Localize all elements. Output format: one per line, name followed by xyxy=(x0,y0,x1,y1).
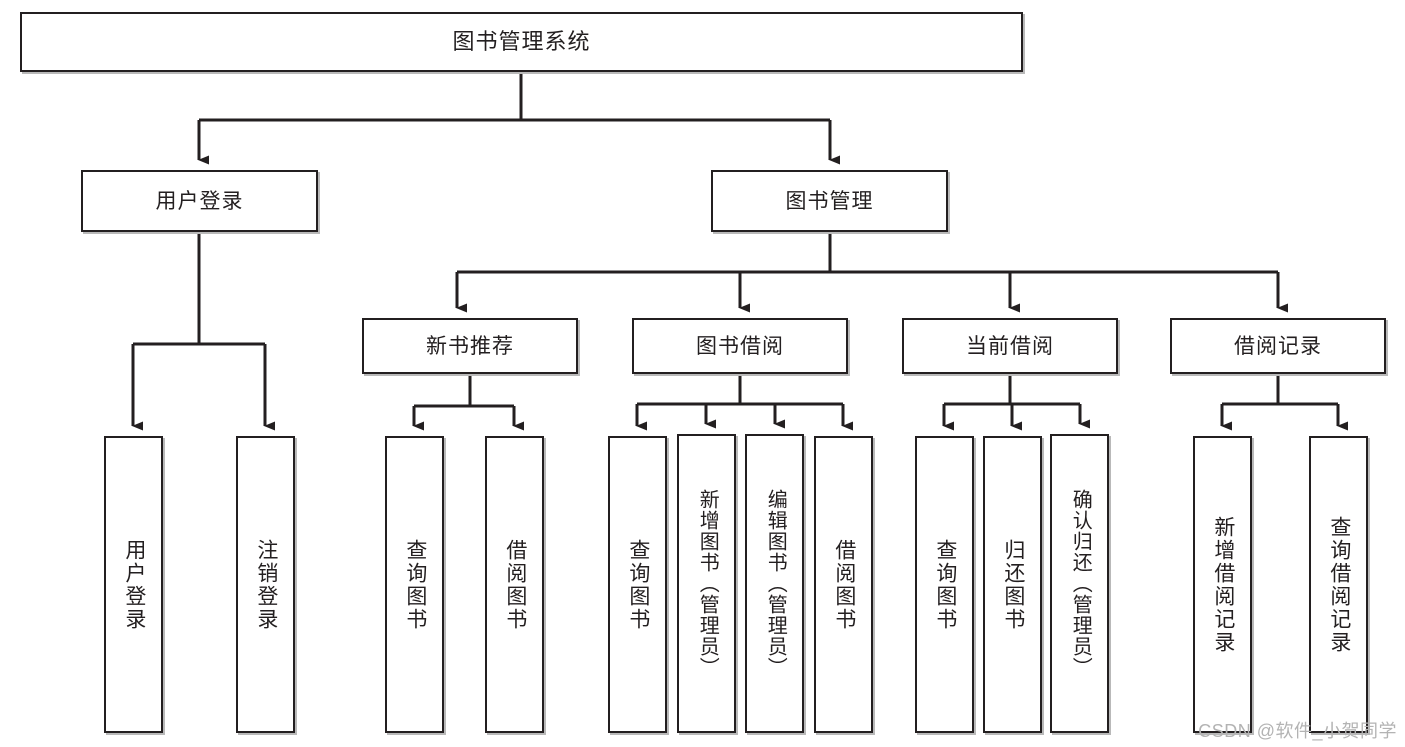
leaf-user-login[interactable]: 用户登录 xyxy=(104,436,163,733)
node-label: 查询图书 xyxy=(403,538,427,631)
leaf-edit-book[interactable]: 编辑图书（管理员） xyxy=(745,434,804,733)
node-book-borrow[interactable]: 图书借阅 xyxy=(632,318,848,374)
node-label: 查询图书 xyxy=(933,538,957,631)
node-label: 图书借阅 xyxy=(696,334,784,358)
node-new-book-recommend[interactable]: 新书推荐 xyxy=(362,318,578,374)
leaf-query-borrow-record[interactable]: 查询借阅记录 xyxy=(1309,436,1368,733)
leaf-borrow-book-recommend[interactable]: 借阅图书 xyxy=(485,436,544,733)
leaf-query-book-current[interactable]: 查询图书 xyxy=(915,436,974,733)
leaf-query-book-borrow[interactable]: 查询图书 xyxy=(608,436,667,733)
leaf-query-book-recommend[interactable]: 查询图书 xyxy=(385,436,444,733)
node-user-login[interactable]: 用户登录 xyxy=(81,170,318,232)
node-label: 新增借阅记录 xyxy=(1211,515,1235,654)
leaf-confirm-return[interactable]: 确认归还（管理员） xyxy=(1050,434,1109,733)
node-label: 用户登录 xyxy=(122,538,146,631)
node-label: 借阅记录 xyxy=(1234,334,1322,358)
node-label: 查询图书 xyxy=(626,538,650,631)
leaf-logout-login[interactable]: 注销登录 xyxy=(236,436,295,733)
node-label: 图书管理系统 xyxy=(452,29,591,54)
node-label: 用户登录 xyxy=(155,189,244,213)
node-label: 新书推荐 xyxy=(426,334,514,358)
node-label: 图书管理 xyxy=(785,189,874,213)
node-book-manage[interactable]: 图书管理 xyxy=(711,170,948,232)
node-label: 确认归还（管理员） xyxy=(1069,489,1092,678)
node-label: 编辑图书（管理员） xyxy=(764,489,787,678)
node-label: 查询借阅记录 xyxy=(1327,515,1351,654)
node-label: 注销登录 xyxy=(254,538,278,631)
node-root-book-management-system[interactable]: 图书管理系统 xyxy=(20,12,1023,72)
node-label: 借阅图书 xyxy=(832,538,856,631)
node-label: 借阅图书 xyxy=(503,538,527,631)
leaf-borrow-book-borrow[interactable]: 借阅图书 xyxy=(814,436,873,733)
leaf-add-book[interactable]: 新增图书（管理员） xyxy=(677,434,736,733)
leaf-return-book[interactable]: 归还图书 xyxy=(983,436,1042,733)
node-label: 当前借阅 xyxy=(966,334,1054,358)
leaf-add-borrow-record[interactable]: 新增借阅记录 xyxy=(1193,436,1252,733)
node-label: 新增图书（管理员） xyxy=(696,489,719,678)
node-current-borrow[interactable]: 当前借阅 xyxy=(902,318,1118,374)
node-borrow-record[interactable]: 借阅记录 xyxy=(1170,318,1386,374)
node-label: 归还图书 xyxy=(1001,538,1025,631)
